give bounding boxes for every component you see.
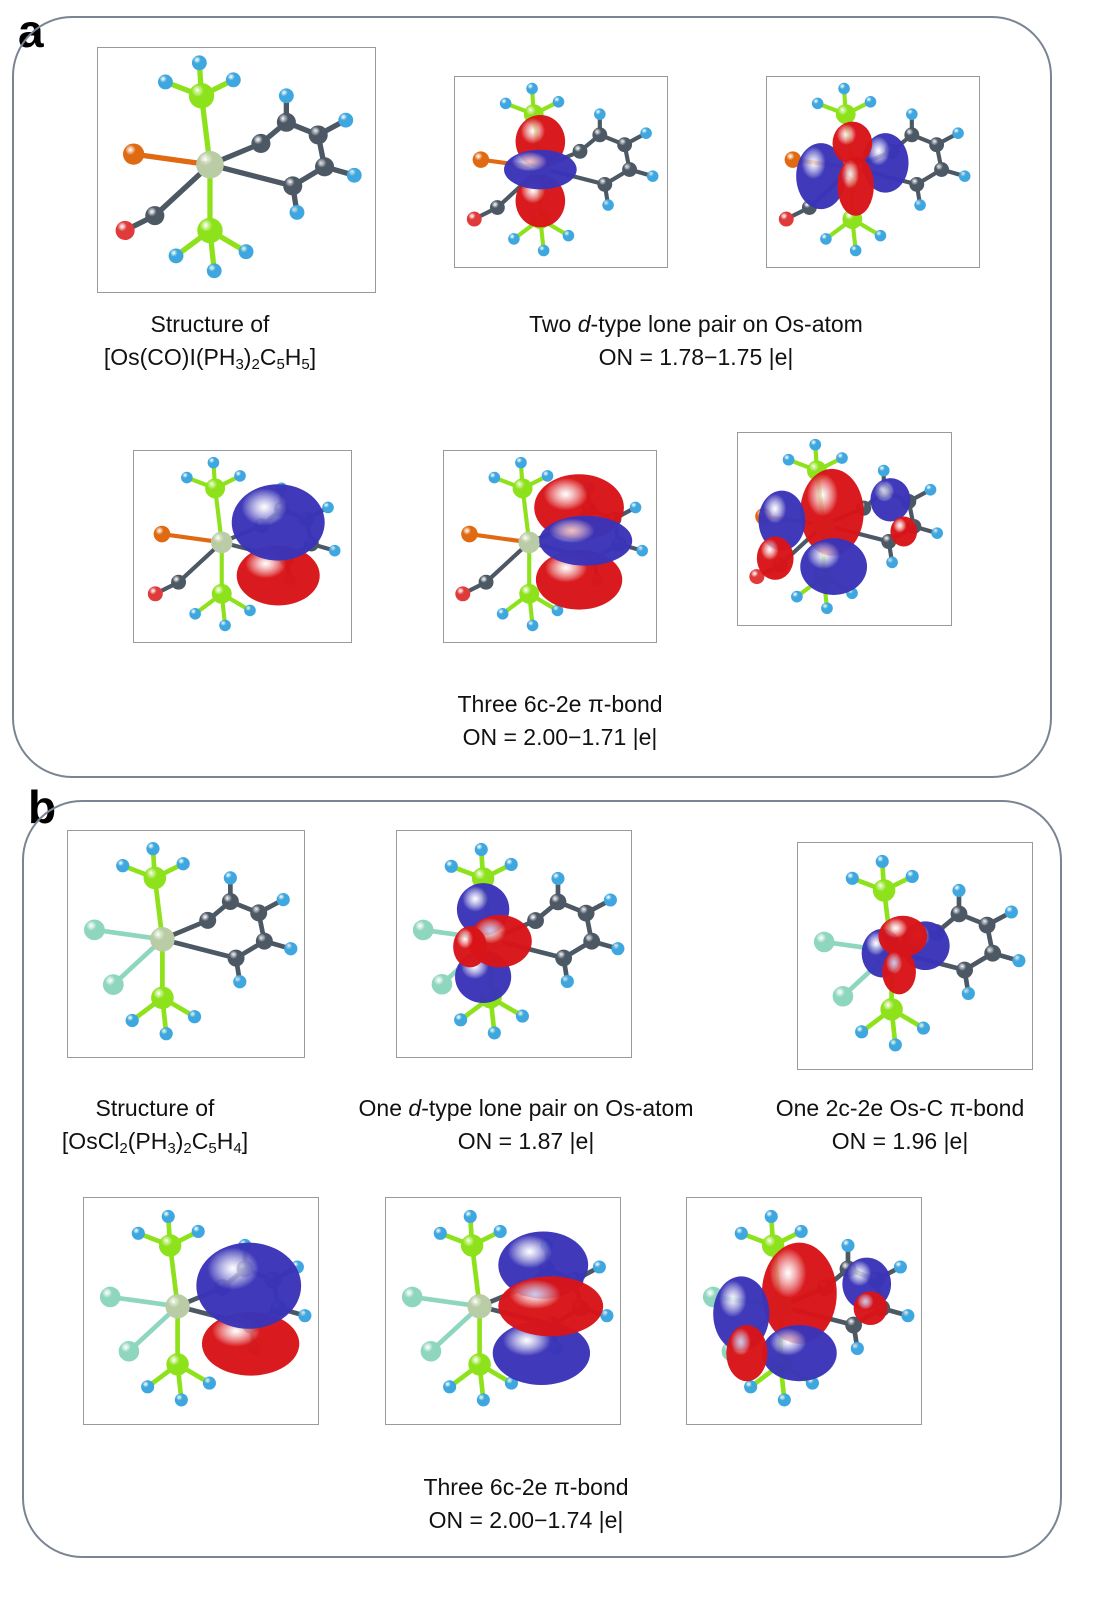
lone-pair-orbital-a1 xyxy=(454,76,668,268)
pi-caption-b: Three 6c-2e π-bond ON = 2.00−1.74 |e| xyxy=(376,1471,676,1537)
panel-b-frame xyxy=(22,800,1062,1558)
lone-pair-occupancy-b: ON = 1.87 |e| xyxy=(457,1128,595,1154)
lone-pair-caption-b: One d-type lone pair on Os-atom ON = 1.8… xyxy=(326,1092,726,1158)
lone-pair-occupancy-a: ON = 1.78−1.75 |e| xyxy=(598,344,794,370)
pi-caption-b-line1: Three 6c-2e π-bond xyxy=(423,1474,629,1500)
pi-orbital-b3 xyxy=(686,1197,922,1425)
structure-caption-b-line1: Structure of xyxy=(95,1095,215,1121)
structure-formula-a: [Os(CO)I(PH3)2C5H5] xyxy=(103,344,317,373)
structure-formula-b: [OsCl2(PH3)2C5H4] xyxy=(61,1128,249,1157)
pi-orbital-b1 xyxy=(83,1197,319,1425)
pi-caption-a-line1: Three 6c-2e π-bond xyxy=(457,691,663,717)
pi-orbital-a2 xyxy=(443,450,657,643)
panel-a-frame xyxy=(12,16,1052,778)
lone-pair-orbital-b xyxy=(396,830,632,1058)
pi-orbital-a1 xyxy=(133,450,352,643)
structure-caption-a: Structure of [Os(CO)I(PH3)2C5H5] xyxy=(60,308,360,374)
os-c-occupancy-b: ON = 1.96 |e| xyxy=(831,1128,969,1154)
lone-pair-caption-a-line1: Two d-type lone pair on Os-atom xyxy=(529,311,863,337)
structure-caption-a-line1: Structure of xyxy=(150,311,270,337)
lone-pair-caption-a: Two d-type lone pair on Os-atom ON = 1.7… xyxy=(446,308,946,374)
structure-image-b xyxy=(67,830,305,1058)
pi-orbital-b2 xyxy=(385,1197,621,1425)
lone-pair-caption-b-line1: One d-type lone pair on Os-atom xyxy=(358,1095,694,1121)
structure-image-a xyxy=(97,47,376,293)
os-c-caption-b: One 2c-2e Os-C π-bond ON = 1.96 |e| xyxy=(750,1092,1050,1158)
lone-pair-orbital-a2 xyxy=(766,76,980,268)
pi-occupancy-b: ON = 2.00−1.74 |e| xyxy=(428,1507,624,1533)
pi-caption-a: Three 6c-2e π-bond ON = 2.00−1.71 |e| xyxy=(410,688,710,754)
pi-occupancy-a: ON = 2.00−1.71 |e| xyxy=(462,724,658,750)
os-c-caption-b-line1: One 2c-2e Os-C π-bond xyxy=(775,1095,1025,1121)
structure-caption-b: Structure of [OsCl2(PH3)2C5H4] xyxy=(10,1092,300,1158)
os-c-pi-orbital-b xyxy=(797,842,1033,1070)
pi-orbital-a3 xyxy=(737,432,952,626)
